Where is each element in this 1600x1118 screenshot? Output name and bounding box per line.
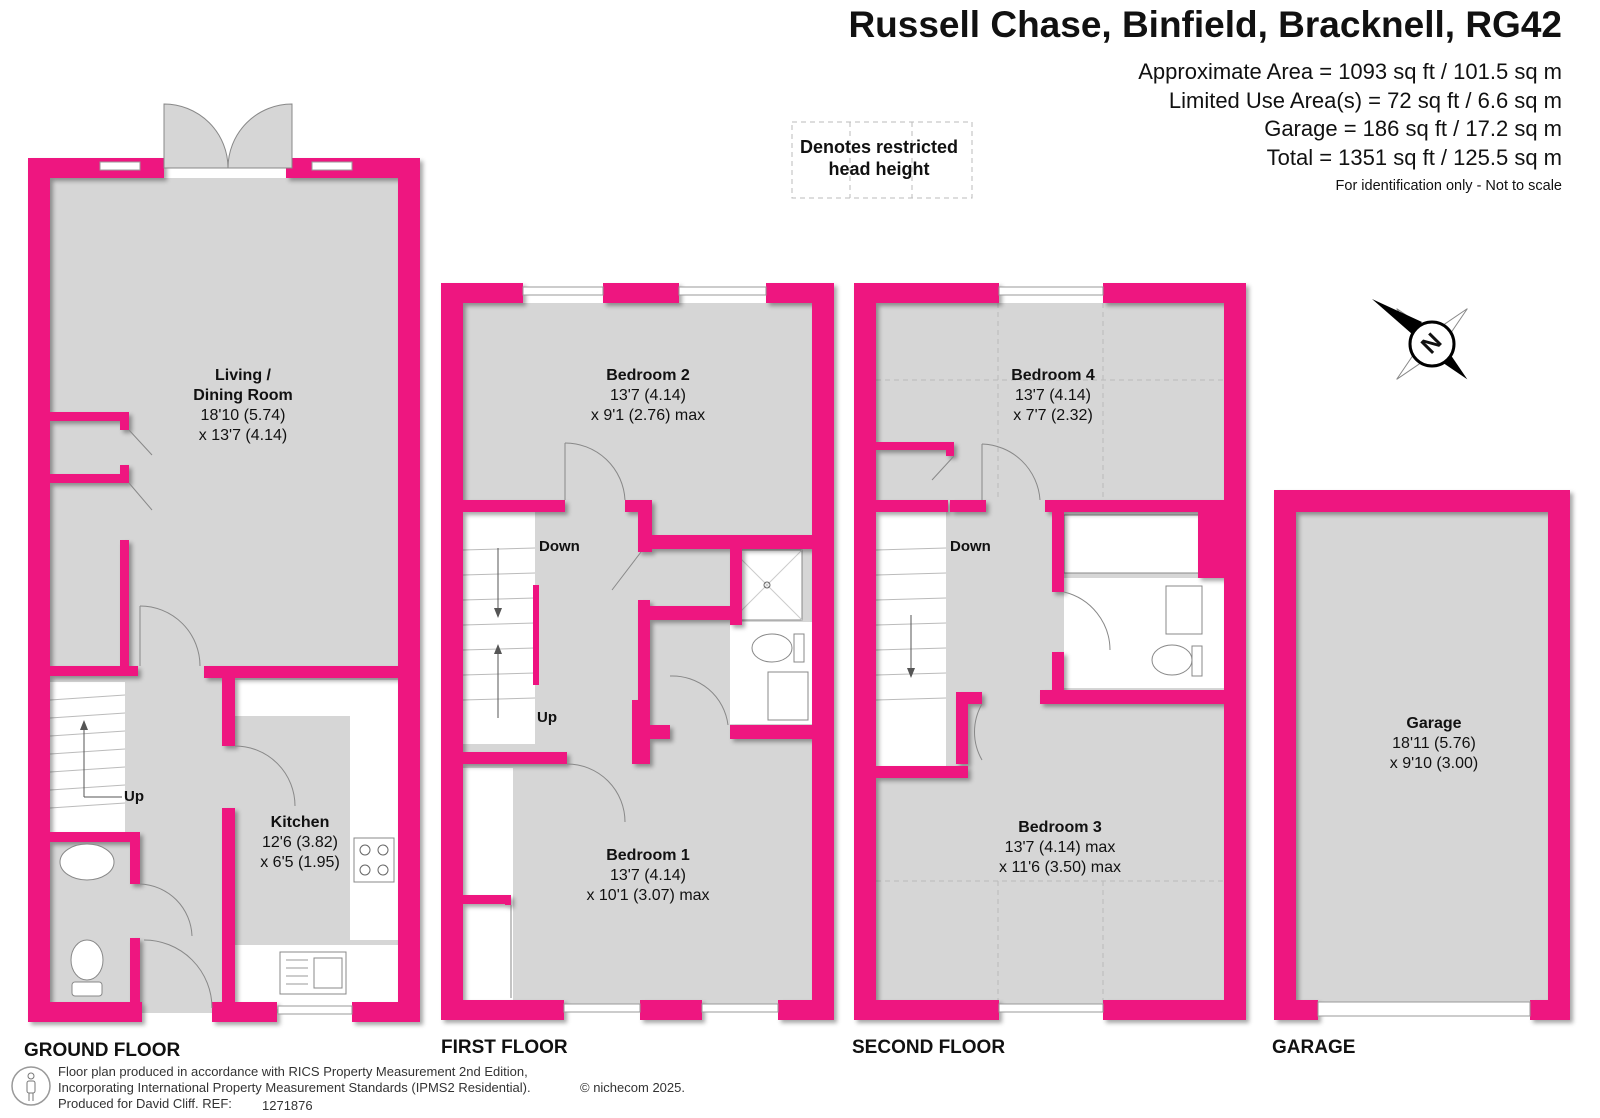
area-garage: Garage = 186 sq ft / 17.2 sq m bbox=[1264, 116, 1562, 141]
restricted-line-1: Denotes restricted bbox=[799, 137, 959, 157]
room-dimension: 12'6 (3.82) bbox=[261, 834, 338, 851]
compass-icon bbox=[1372, 299, 1468, 380]
restricted-head-height-legend: Denotes restricted head height bbox=[788, 122, 970, 198]
stairs-up-label-ground: Up bbox=[124, 788, 144, 805]
room-bedroom-3: Bedroom 3 13'7 (4.14) max x 11'6 (3.50) … bbox=[999, 818, 1121, 878]
floor-label-first: FIRST FLOOR bbox=[441, 1037, 568, 1058]
room-dimension: 13'7 (4.14) bbox=[609, 867, 686, 884]
floor-label-second: SECOND FLOOR bbox=[852, 1037, 1006, 1058]
footer-disclaimer: Floor plan produced in accordance with R… bbox=[58, 1064, 531, 1112]
room-dimension: 13'7 (4.14) bbox=[1014, 387, 1091, 404]
room-dimension: 13'7 (4.14) bbox=[610, 387, 686, 404]
footer-line-1: Floor plan produced in accordance with R… bbox=[58, 1064, 528, 1079]
room-dimension: x 7'7 (2.32) bbox=[1013, 407, 1093, 424]
ground-floor-plan bbox=[28, 103, 420, 1022]
room-name: Bedroom 4 bbox=[1011, 367, 1095, 384]
stairs-down-label-second: Down bbox=[950, 538, 991, 555]
area-approximate: Approximate Area = 1093 sq ft / 101.5 sq… bbox=[1138, 59, 1562, 84]
room-name: Bedroom 1 bbox=[606, 847, 690, 864]
stairs-up-label-first: Up bbox=[537, 709, 557, 726]
room-name: Living / bbox=[214, 367, 271, 384]
footer-ref-number: 1271876 bbox=[262, 1098, 313, 1113]
room-dimension: x 6'5 (1.95) bbox=[260, 854, 340, 871]
area-limited-use: Limited Use Area(s) = 72 sq ft / 6.6 sq … bbox=[1168, 87, 1562, 113]
stairs-down-label-first: Down bbox=[539, 538, 580, 555]
restricted-line-2: head height bbox=[828, 159, 930, 179]
room-dimension: x 9'10 (3.00) bbox=[1389, 755, 1479, 772]
room-dimension: x 11'6 (3.50) max bbox=[999, 859, 1121, 876]
footer-line-3: Produced for David Cliff. REF: bbox=[58, 1096, 232, 1111]
room-name: Garage bbox=[1406, 715, 1462, 732]
room-name: Kitchen bbox=[270, 814, 330, 831]
footer-copyright: © nichecom 2025. bbox=[580, 1080, 685, 1095]
room-name: Bedroom 2 bbox=[606, 367, 690, 384]
room-name: Bedroom 3 bbox=[1018, 819, 1102, 836]
room-dimension: 18'11 (5.76) bbox=[1392, 735, 1476, 752]
first-floor-plan bbox=[441, 283, 834, 1020]
room-living-dining: Living / Dining Room 18'10 (5.74) x 13'7… bbox=[193, 366, 293, 446]
area-total: Total = 1351 sq ft / 125.5 sq m bbox=[1266, 144, 1562, 170]
room-bedroom-1: Bedroom 1 13'7 (4.14) x 10'1 (3.07) max bbox=[586, 846, 709, 906]
room-kitchen: Kitchen 12'6 (3.82) x 6'5 (1.95) bbox=[260, 813, 340, 873]
room-dimension: x 9'1 (2.76) max bbox=[590, 407, 706, 424]
floor-label-garage: GARAGE bbox=[1272, 1037, 1356, 1058]
room-dimension: x 10'1 (3.07) max bbox=[586, 887, 710, 904]
restricted-head-height-legend-box bbox=[791, 121, 973, 199]
room-garage: Garage 18'11 (5.76) x 9'10 (3.00) bbox=[1390, 714, 1478, 774]
room-dimension: 13'7 (4.14) max bbox=[1004, 839, 1116, 856]
second-floor-plan bbox=[854, 283, 1246, 1020]
garage-plan bbox=[1274, 490, 1570, 1020]
room-bedroom-2: Bedroom 2 13'7 (4.14) x 9'1 (2.76) max bbox=[591, 366, 705, 426]
floor-label-ground: GROUND FLOOR bbox=[24, 1040, 181, 1061]
person-accessibility-icon bbox=[11, 1066, 51, 1106]
area-summary: Approximate Area = 1093 sq ft / 101.5 sq… bbox=[1138, 58, 1562, 172]
room-bedroom-4: Bedroom 4 13'7 (4.14) x 7'7 (2.32) bbox=[1011, 366, 1095, 426]
footer-line-2: Incorporating International Property Mea… bbox=[58, 1080, 531, 1095]
identification-note: For identification only - Not to scale bbox=[1335, 178, 1562, 194]
room-dimension: x 13'7 (4.14) bbox=[198, 427, 288, 444]
property-address-title: Russell Chase, Binfield, Bracknell, RG42 bbox=[848, 4, 1562, 45]
room-name: Dining Room bbox=[193, 387, 293, 404]
room-dimension: 18'10 (5.74) bbox=[200, 407, 286, 424]
